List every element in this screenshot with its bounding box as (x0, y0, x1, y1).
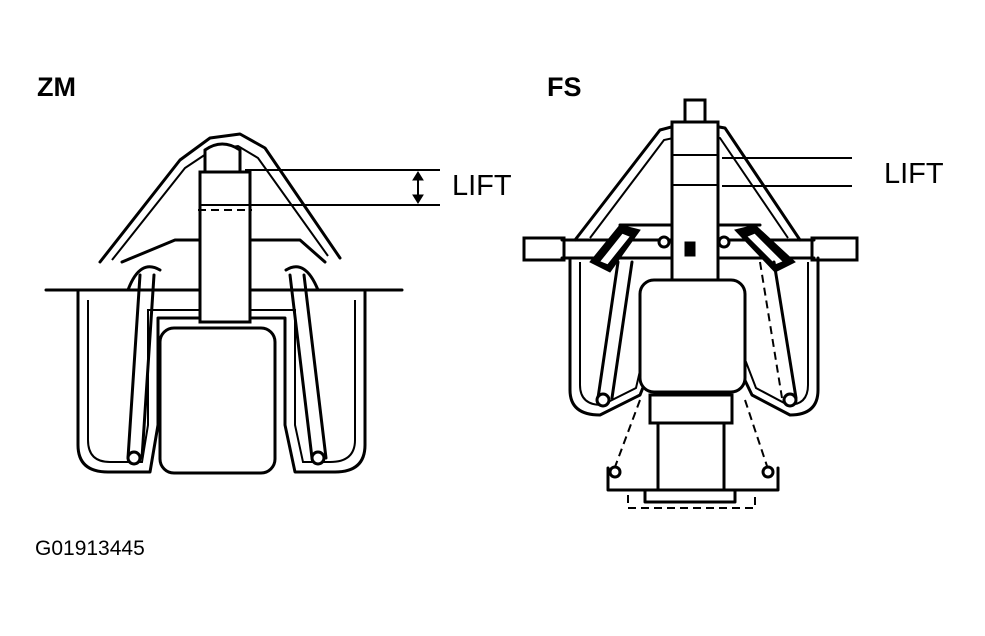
figure-id: G01913445 (35, 537, 145, 560)
zm-lift-arrow-down (412, 194, 424, 204)
fs-spring-left-b (610, 260, 634, 400)
zm-spring-left-a (126, 273, 142, 460)
zm-spring-right-b (302, 273, 328, 460)
fs-pivot-left (595, 392, 611, 408)
zm-lift-label: LIFT (452, 170, 512, 202)
zm-thermostat (44, 132, 440, 475)
fs-bypass-frame (606, 466, 780, 492)
fs-lower-collar (648, 393, 734, 425)
zm-spring-left-b (140, 273, 156, 460)
zm-title: ZM (37, 72, 76, 102)
zm-spring-right-a (288, 273, 314, 460)
zm-lift-arrow-up (412, 171, 424, 181)
fs-bypass-pivot-right (761, 465, 775, 479)
zm-piston (198, 170, 252, 324)
fs-lift-label: LIFT (884, 158, 944, 190)
zm-pivot-left (126, 450, 142, 466)
fs-stem-pin-left (657, 235, 671, 249)
fs-stem-slot (684, 241, 696, 257)
zm-valve-cap (203, 142, 242, 177)
fs-flange-right (810, 236, 859, 262)
zm-dome-outer (98, 132, 342, 264)
zm-hook-left (126, 265, 162, 292)
fs-stem (670, 120, 720, 284)
fs-thermostat (522, 98, 859, 509)
fs-pivot-right (782, 392, 798, 408)
fs-seal-right-inner (742, 230, 788, 268)
fs-bypass-leg-left (611, 399, 641, 476)
zm-pivot-right (310, 450, 326, 466)
fs-bypass-pivot-left (608, 465, 622, 479)
zm-hook-right (284, 265, 320, 292)
fs-pellet (638, 278, 747, 394)
fs-title: FS (547, 72, 582, 102)
fs-spring-right-b (772, 260, 798, 400)
fs-stem-pin-right (717, 235, 731, 249)
fs-flange-left (522, 236, 566, 262)
zm-pellet (158, 326, 277, 475)
fs-seal-left-inner (595, 230, 635, 268)
fs-bypass-leg-right (744, 399, 771, 476)
fs-bypass-valve (643, 488, 737, 504)
fs-spring-right-a (759, 261, 783, 399)
fs-bypass-valve-dash (627, 495, 756, 509)
fs-spring-left-a (596, 260, 620, 400)
